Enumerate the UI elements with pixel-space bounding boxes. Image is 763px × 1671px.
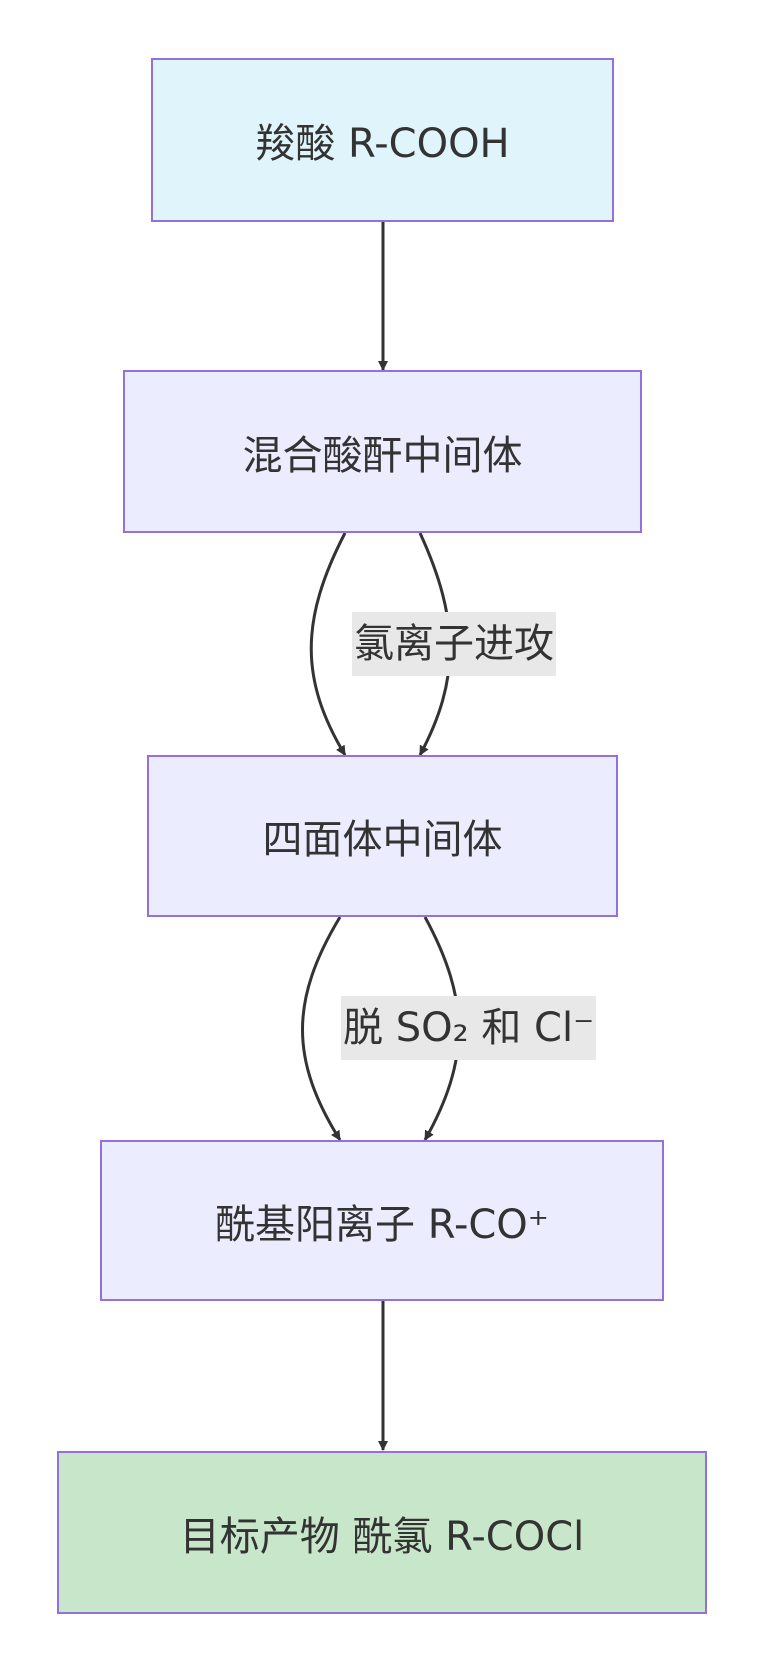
node-tetrahedral-intermediate: 四面体中间体: [147, 755, 618, 917]
node-carboxylic-acid-label: 羧酸 R-COOH: [255, 121, 510, 167]
node-acylium-ion-label: 酰基阳离子 R-CO⁺: [215, 1201, 549, 1248]
edge-anhydride-to-tetrahedral-left: [309, 532, 347, 756]
node-tetrahedral-intermediate-label: 四面体中间体: [262, 817, 503, 863]
node-acylium-ion: 酰基阳离子 R-CO⁺: [100, 1140, 664, 1301]
edge-tetrahedral-to-acylium-left: [301, 916, 342, 1141]
edge-label-chloride-attack: 氯离子进攻: [352, 612, 556, 676]
node-product-label: 目标产物 酰氯 R-COCl: [179, 1513, 585, 1560]
node-carboxylic-acid: 羧酸 R-COOH: [151, 58, 614, 222]
node-mixed-anhydride: 混合酸酐中间体: [123, 370, 642, 533]
node-mixed-anhydride-label: 混合酸酐中间体: [242, 432, 523, 479]
node-product: 目标产物 酰氯 R-COCl: [57, 1451, 707, 1614]
edge-label-lose-so2-cl: 脱 SO₂ 和 Cl⁻: [341, 996, 597, 1060]
